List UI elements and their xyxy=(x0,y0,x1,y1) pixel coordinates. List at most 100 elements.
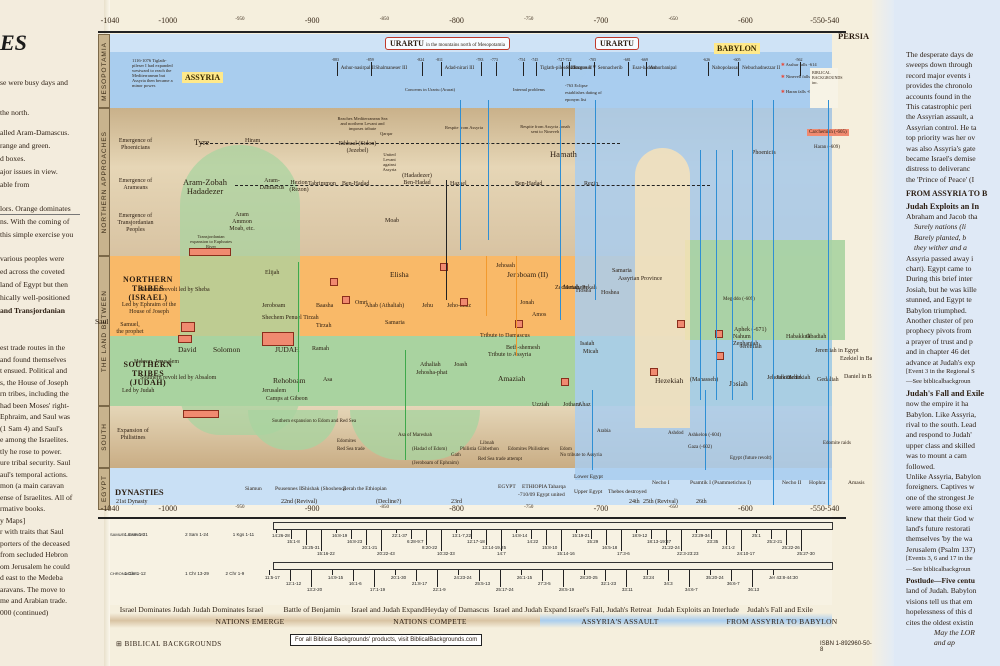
king-marker xyxy=(738,62,740,76)
chronicles-ref: 14:9-15 xyxy=(327,575,344,580)
south-label: (Jeroboam of Ephraim) xyxy=(412,461,459,466)
respite-2-label: Respite from Assyria Jonah sent to Ninev… xyxy=(520,124,570,134)
king-year: -883 xyxy=(331,57,340,62)
king-marker xyxy=(481,62,483,76)
king-marker xyxy=(336,62,338,76)
divider xyxy=(0,214,80,215)
bottom-axis-tick: -850 xyxy=(379,505,389,510)
right-page-line: a prayer of trust and p xyxy=(906,336,973,346)
dynasty-period: 26th xyxy=(695,499,708,506)
king-marker xyxy=(522,62,524,76)
ref-pointer xyxy=(651,530,653,539)
ref-pointer xyxy=(373,570,375,587)
ref-pointer xyxy=(730,570,732,581)
chronicles-ref: 25:17-24 xyxy=(495,587,514,592)
event-box xyxy=(342,296,350,304)
kings-ref: 21:22-24 xyxy=(662,545,680,550)
hezion-label: Hezion (Rezon) xyxy=(289,180,309,193)
king-name: Shalmaneser III xyxy=(375,66,408,71)
hamath-label: Hamath xyxy=(550,149,577,159)
connector-arrow xyxy=(773,100,774,550)
phoenicia-dashed-line xyxy=(200,143,620,144)
top-axis-tick: -600 xyxy=(738,16,753,25)
region-tab-mesopotamia: MESOPOTAMIA xyxy=(98,34,110,108)
ref-pointer xyxy=(276,530,278,533)
chronicles-ref: 16:1-6 xyxy=(348,581,362,586)
right-page-line: knew that their God w xyxy=(906,513,974,523)
ref-pointer xyxy=(499,570,501,587)
land-between-label: Uzziah xyxy=(532,402,549,408)
ref-pointer xyxy=(436,570,438,587)
ref-pointer xyxy=(268,570,270,575)
land-between-label: Habakkuk xyxy=(786,334,811,340)
connector-arrow xyxy=(516,256,517,356)
south-label: (Hadad of Edom) xyxy=(412,447,447,452)
ref-pointer xyxy=(531,530,533,539)
right-page-line: chart). Egypt came to xyxy=(906,264,972,273)
right-page-line: advance at Judah's exp xyxy=(906,357,976,367)
right-page-line: now the empire it ha xyxy=(906,399,969,409)
kings-ref: 18:13-19:37 xyxy=(647,539,672,544)
chronicles-ref: 36:13 xyxy=(747,587,760,592)
land-between-label: Ahaz xyxy=(578,402,591,408)
right-page-line: record major events i xyxy=(906,70,971,80)
right-page-line: and in chapter 46 det xyxy=(906,347,970,357)
ref-pointer xyxy=(772,570,774,575)
south-label: Red Sea trade xyxy=(337,447,365,452)
right-page-line: cites the oldest existin xyxy=(906,617,974,627)
left-page-line: se were busy days and xyxy=(0,78,68,87)
connector-arrow xyxy=(460,100,461,250)
left-page-line: land of Egypt but then xyxy=(0,280,68,289)
left-page-line: ns. With the coming of xyxy=(0,217,70,226)
ref-pointer xyxy=(310,570,312,587)
left-page-line: mon (a main caravan xyxy=(0,481,64,490)
right-page-line: stunned, and Egypt te xyxy=(906,295,972,305)
left-page-line: alled Aram-Damascus. xyxy=(0,128,70,137)
south-label: No tribute to Assyria xyxy=(560,453,602,458)
top-axis-tick: -950 xyxy=(235,17,245,22)
land-between-label: Jeroboam (II) xyxy=(507,270,549,279)
kings-ref: 15:8-10 xyxy=(542,545,558,550)
asshur-falls-note: ✱ Asshur falls -614 xyxy=(781,62,817,67)
ref-pointer xyxy=(646,570,648,575)
top-axis-tick: -550 xyxy=(810,16,825,25)
king-marker xyxy=(421,62,423,76)
egypt-ruler: Psamtik I (Psammetichus I) xyxy=(690,480,751,486)
kings-ref: 16:8-19 xyxy=(332,533,348,538)
land-between-label: Samaria xyxy=(385,320,405,326)
event-box xyxy=(650,368,658,376)
king-year: -722 xyxy=(564,57,572,62)
internal-problems-note: Internal problems xyxy=(513,87,545,92)
website-note[interactable]: For all Biblical Backgrounds' products, … xyxy=(290,634,483,646)
right-page-line: rival to the south. Lead xyxy=(906,420,977,429)
kings-ref: 14:7 xyxy=(497,551,506,556)
kings-ref: 17:3-6 xyxy=(617,551,630,556)
connector-arrow xyxy=(828,100,829,520)
kings-ref: 15:19-21 xyxy=(572,533,590,538)
kings-ref: 15:16-22 xyxy=(317,551,335,556)
chronicles-ref: 17:1-19 xyxy=(369,587,386,592)
assyria-note: 1116-1076 Tiglath-pileser I had expanded… xyxy=(132,58,173,88)
ref-pointer xyxy=(306,530,308,545)
kings-ref: 25:1 xyxy=(752,533,761,538)
kings-ref: 25:27-30 xyxy=(797,551,815,556)
land-between-label: Aphek (-671) xyxy=(734,327,767,333)
land-between-label: Jerusalem xyxy=(262,388,286,394)
kings-ref: 14:8-14 xyxy=(512,533,528,538)
kings-ref: 2 Sam 1-24 xyxy=(185,532,209,537)
ref-pointer xyxy=(546,530,548,545)
region-tab-south: SOUTH xyxy=(98,406,110,468)
aram-damascus-area xyxy=(180,145,300,435)
urartu-short-box: URARTU xyxy=(595,37,639,50)
right-page-line: prophecy pivots from xyxy=(906,326,972,336)
chronicles-ref: 34:6-7 xyxy=(684,587,698,592)
bottom-axis: -1040-1000-950-900-850-800-750-700-650-6… xyxy=(98,504,872,525)
left-page-line: able from xyxy=(0,180,30,189)
era-bar-blue xyxy=(540,613,832,628)
right-page-line: Barely planted, b xyxy=(914,232,967,242)
connector-arrow xyxy=(592,390,593,470)
aram-dashed-line xyxy=(235,185,710,186)
connector-arrow xyxy=(700,150,701,400)
ref-pointer xyxy=(351,530,353,539)
haran-label: Haran (-609) xyxy=(814,145,840,150)
